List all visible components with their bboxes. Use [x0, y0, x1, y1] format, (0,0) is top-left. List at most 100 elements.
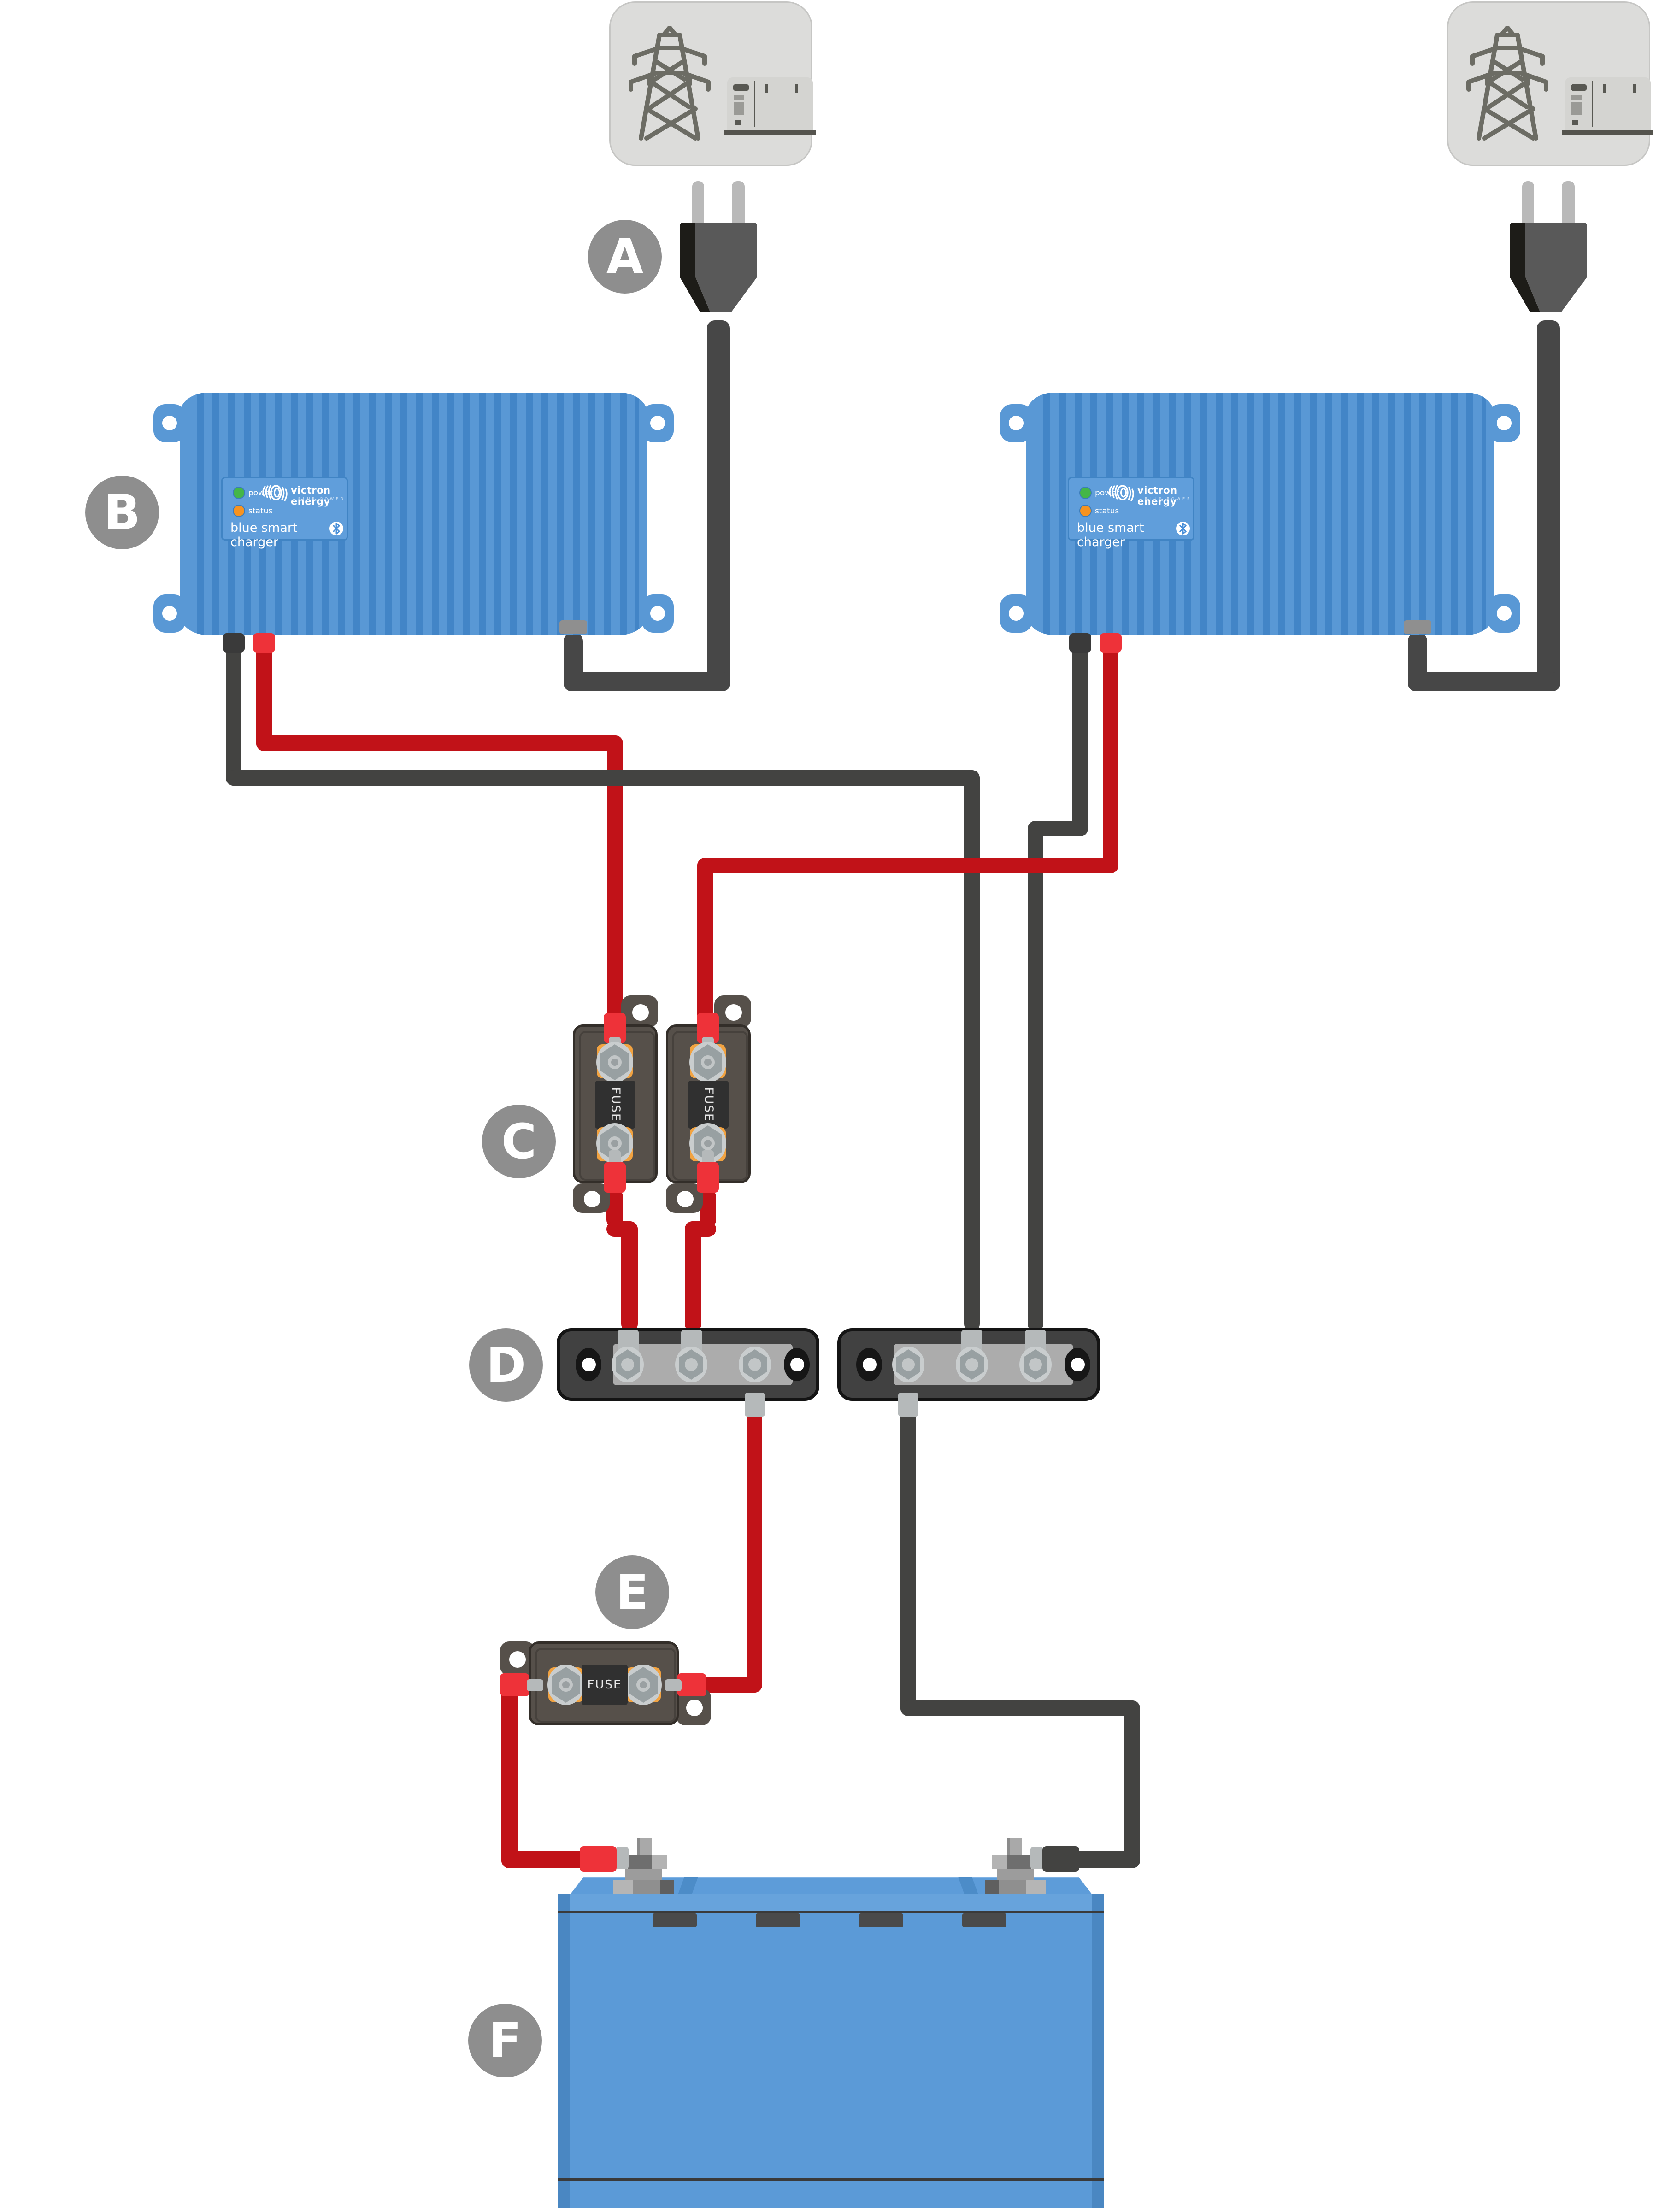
- generator-base: [1562, 130, 1653, 135]
- power-pylon-icon: [1466, 26, 1548, 141]
- charger-label-panel: power status victron energy BLUE POWER b…: [221, 477, 348, 549]
- label-f-text: F: [488, 2012, 522, 2069]
- ring-terminal: [616, 1847, 629, 1869]
- cable-fuse1-to-busbar: [621, 1221, 638, 1332]
- cable-boot: [500, 1673, 529, 1696]
- ac-strain-relief: [559, 620, 587, 634]
- cable-boot: [1069, 633, 1091, 653]
- cable-busbar-to-battery-neg: [900, 1401, 916, 1716]
- cable-boot: [580, 1846, 617, 1872]
- label-e: E: [595, 1555, 669, 1629]
- cable-boot: [604, 1162, 626, 1193]
- terminal-nut: [611, 1059, 618, 1066]
- busbar-stud: [902, 1358, 915, 1371]
- ring-terminal: [527, 1679, 543, 1691]
- battery-edge: [1092, 1894, 1104, 1912]
- terminal-nut: [704, 1059, 712, 1066]
- status-led-label: status: [1095, 506, 1119, 516]
- fuse-element: FUSE: [595, 1081, 635, 1129]
- battery-body: [558, 1913, 1104, 2208]
- victron-logo-icon: [262, 485, 288, 501]
- victron-brand-text: victron energy: [291, 485, 331, 507]
- ring-terminal: [898, 1393, 918, 1417]
- terminal-nut: [704, 1140, 712, 1147]
- dc-cable-black-left: [226, 770, 980, 786]
- status-led-label: status: [248, 506, 273, 516]
- ac-cord-right-horizontal: [1408, 672, 1560, 691]
- battery-vent-cap: [962, 1913, 1006, 1927]
- fuse-mount-ear: [714, 995, 751, 1028]
- cable-mainfuse-to-battery: [501, 1851, 589, 1868]
- busbar-stud: [685, 1358, 698, 1371]
- terminal-base: [1026, 1880, 1046, 1894]
- battery-lid-front: [558, 1894, 1104, 1912]
- cable-busbar-to-battery-neg: [1124, 1700, 1140, 1868]
- fuse-element: FUSE: [688, 1081, 729, 1129]
- terminal-clamp: [992, 1855, 1007, 1869]
- ac-source-box-right: [1447, 1, 1653, 166]
- status-led: [1079, 505, 1092, 517]
- label-e-text: E: [616, 1564, 649, 1620]
- terminal-base: [633, 1880, 660, 1894]
- fuse-text: FUSE: [587, 1678, 622, 1692]
- battery-edge: [558, 1913, 570, 2208]
- terminal-nut: [640, 1681, 647, 1688]
- power-led: [233, 487, 245, 499]
- generator-base: [724, 130, 816, 135]
- battery-vent-cap: [756, 1913, 800, 1927]
- ac-source-box-left: [609, 1, 816, 166]
- ring-terminal: [665, 1679, 682, 1691]
- dc-cable-black-right: [1072, 641, 1088, 836]
- battery-positive-terminal: [637, 1838, 652, 1858]
- ac-cord-right-plug: [1537, 320, 1560, 691]
- plug-prong: [1562, 181, 1575, 225]
- terminal-base: [985, 1880, 999, 1894]
- power-led: [1079, 487, 1092, 499]
- terminal-base: [660, 1880, 674, 1894]
- label-f: F: [468, 2004, 542, 2077]
- fuse-mount-ear: [666, 1183, 703, 1213]
- busbar-stud: [1029, 1358, 1042, 1371]
- fuse-mount-ear: [621, 995, 658, 1028]
- ac-plug-icon: [1510, 223, 1587, 312]
- ac-cord-left-horizontal: [564, 672, 730, 691]
- ac-cord-left-plug: [707, 320, 730, 691]
- ac-strain-relief: [1404, 620, 1431, 634]
- cable-boot: [253, 633, 275, 653]
- busbar-mount-hole: [582, 1358, 596, 1371]
- status-led: [233, 505, 245, 517]
- label-a: A: [588, 220, 662, 294]
- terminal-nut: [611, 1140, 618, 1147]
- busbar-stud: [965, 1358, 978, 1371]
- plug-prong: [692, 181, 704, 225]
- cable-busbar-to-mainfuse: [747, 1399, 762, 1693]
- blue-smart-charger-right: power status victron energy BLUE POWER b…: [1000, 393, 1520, 635]
- dc-cable-black-right: [1028, 821, 1043, 1332]
- battery-bottom-seam: [558, 2178, 1104, 2181]
- victron-brand-subtext: BLUE POWER: [1145, 497, 1192, 501]
- power-pylon-icon: [629, 26, 711, 141]
- bluetooth-icon: [1176, 522, 1190, 535]
- label-d: D: [469, 1328, 543, 1402]
- terminal-nut: [562, 1681, 570, 1688]
- bluetooth-icon: [329, 522, 343, 535]
- terminal-base: [999, 1880, 1026, 1894]
- charger-product-text: blue smart charger: [1077, 521, 1144, 549]
- terminal-clamp: [652, 1855, 667, 1869]
- battery-edge: [558, 1894, 570, 1912]
- battery-vent-cap: [859, 1913, 903, 1927]
- dc-cable-black-left: [964, 770, 980, 1332]
- ring-terminal: [745, 1393, 765, 1417]
- generator-icon: [1565, 77, 1651, 131]
- charger-product-text: blue smart charger: [230, 521, 298, 549]
- label-b: B: [85, 476, 159, 549]
- blue-smart-charger-left: power status victron energy BLUE POWER b…: [153, 393, 674, 635]
- label-a-text: A: [606, 229, 644, 285]
- cable-mainfuse-to-battery: [501, 1683, 518, 1868]
- terminal-base: [613, 1880, 633, 1894]
- battery-seam: [558, 1911, 1104, 1914]
- busbar-stud: [621, 1358, 634, 1371]
- plug-prong: [1522, 181, 1534, 225]
- charger-label-panel: power status victron energy BLUE POWER b…: [1068, 477, 1194, 549]
